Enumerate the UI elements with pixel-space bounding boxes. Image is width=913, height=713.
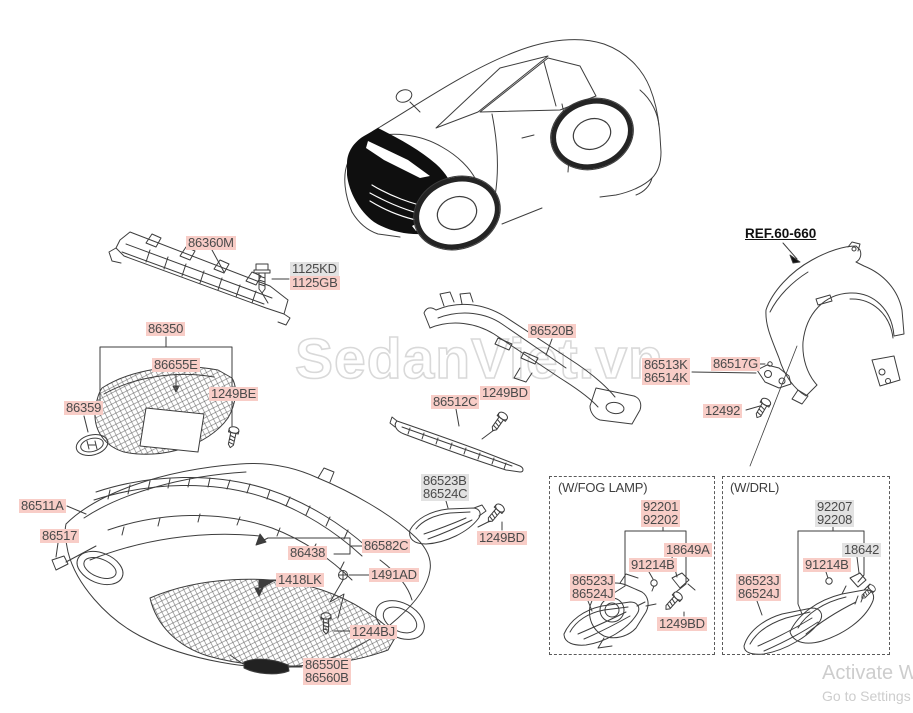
part-label-1491AD: 1491AD [369, 567, 419, 582]
part-label-91214B-fog: 91214B [629, 557, 677, 572]
part-label-86517G: 86517G [711, 356, 761, 371]
part-label-86360M: 86360M [186, 235, 236, 250]
part-label-92207: 92207 [815, 499, 855, 514]
part-label-1244BJ: 1244BJ [350, 624, 397, 639]
part-label-1249BE: 1249BE [209, 386, 259, 401]
site-watermark: SedanViet.vn [294, 326, 664, 392]
activate-windows-text: Activate W [822, 662, 913, 684]
part-label-12492: 12492 [703, 403, 743, 418]
part-label-86550E: 86550E [303, 657, 351, 672]
part-label-86359: 86359 [64, 400, 104, 415]
part-label-86520B: 86520B [528, 323, 576, 338]
part-label-91214B-drl: 91214B [803, 557, 851, 572]
fog-box-title: (W/FOG LAMP) [558, 480, 648, 495]
part-label-86524J-drl: 86524J [736, 586, 782, 601]
bumper-rail-drawing [423, 291, 642, 425]
car-illustration [344, 39, 662, 251]
part-label-1418LK: 1418LK [276, 572, 324, 587]
part-label-86655E: 86655E [152, 357, 200, 372]
part-label-86582C: 86582C [362, 538, 411, 553]
part-label-86513K: 86513K [642, 357, 690, 372]
part-label-92201: 92201 [641, 499, 681, 514]
fender-drawing [691, 241, 905, 467]
part-label-18649A: 18649A [664, 542, 712, 557]
drl-box-title: (W/DRL) [730, 480, 780, 495]
part-label-86350: 86350 [146, 321, 186, 336]
part-label-86523J-fog: 86523J [570, 573, 616, 588]
part-label-86523B: 86523B [421, 473, 469, 488]
front-bumper-cover-drawing [51, 463, 431, 675]
go-to-settings-text: Go to Settings [822, 688, 911, 704]
lower-grille-strip-drawing [389, 408, 524, 473]
part-label-86517: 86517 [40, 528, 80, 543]
part-label-1249BD-cover: 1249BD [477, 530, 527, 545]
part-label-86524J-fog: 86524J [570, 586, 616, 601]
part-label-86560B: 86560B [303, 670, 351, 685]
part-label-1249BD-fog: 1249BD [657, 616, 707, 631]
part-label-86524C: 86524C [421, 486, 470, 501]
fog-lamp-option-box [549, 476, 715, 655]
part-label-1249BD-grille: 1249BD [480, 385, 530, 400]
part-label-86514K: 86514K [642, 370, 690, 385]
part-label-18642: 18642 [842, 542, 882, 557]
part-label-92202: 92202 [641, 512, 681, 527]
grille-upper-reinforcement-drawing [108, 231, 291, 326]
radiator-grille-drawing [75, 336, 241, 456]
ref-label: REF.60-660 [745, 226, 817, 241]
part-label-1125GB: 1125GB [290, 275, 340, 290]
drl-option-box [722, 476, 890, 655]
fog-lamp-option-drawing [563, 525, 696, 649]
part-label-92208: 92208 [815, 512, 855, 527]
part-label-86523J-drl: 86523J [736, 573, 782, 588]
part-label-86438: 86438 [288, 545, 328, 560]
fog-lamp-cover-drawing [409, 500, 507, 545]
part-label-86512C: 86512C [431, 394, 480, 409]
part-label-1125KD: 1125KD [290, 261, 339, 276]
part-label-86511A: 86511A [19, 498, 66, 513]
